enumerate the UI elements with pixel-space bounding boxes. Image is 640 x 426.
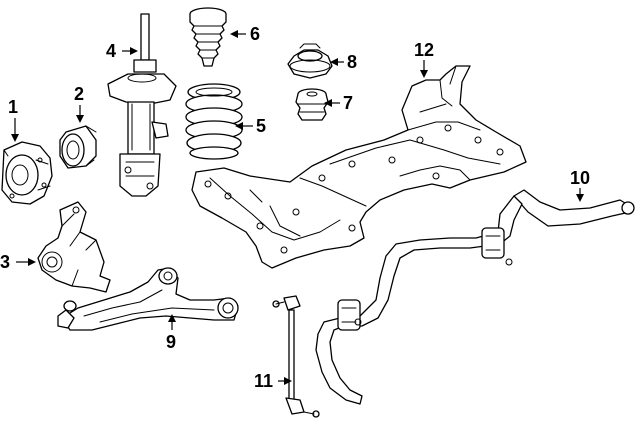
callout-1: 1	[8, 97, 18, 117]
wheel-hub	[1, 141, 53, 205]
dust-boot	[189, 7, 227, 67]
callout-3: 3	[0, 252, 10, 272]
callout-8: 8	[347, 52, 357, 72]
stabilizer-bar	[315, 189, 635, 405]
subframe	[191, 65, 527, 269]
stabilizer-link	[272, 295, 320, 418]
callout-10: 10	[570, 168, 590, 188]
coil-spring	[185, 83, 243, 160]
callout-labels: 1 2 3 4 5 6 7 8 9 10 11 12	[0, 24, 590, 391]
wheel-bearing	[59, 125, 97, 169]
strut-mount	[287, 43, 333, 79]
callout-12: 12	[414, 40, 434, 60]
strut-assembly	[107, 13, 177, 197]
callout-11: 11	[254, 371, 273, 391]
callout-9: 9	[166, 332, 176, 352]
callout-2: 2	[74, 84, 84, 104]
callout-leaders	[11, 30, 584, 385]
bump-stop	[295, 88, 329, 121]
callout-4: 4	[106, 41, 116, 61]
callout-6: 6	[250, 24, 260, 44]
steering-knuckle	[37, 201, 111, 293]
callout-5: 5	[256, 116, 266, 136]
lower-control-arm	[57, 267, 239, 331]
callout-7: 7	[343, 93, 353, 113]
